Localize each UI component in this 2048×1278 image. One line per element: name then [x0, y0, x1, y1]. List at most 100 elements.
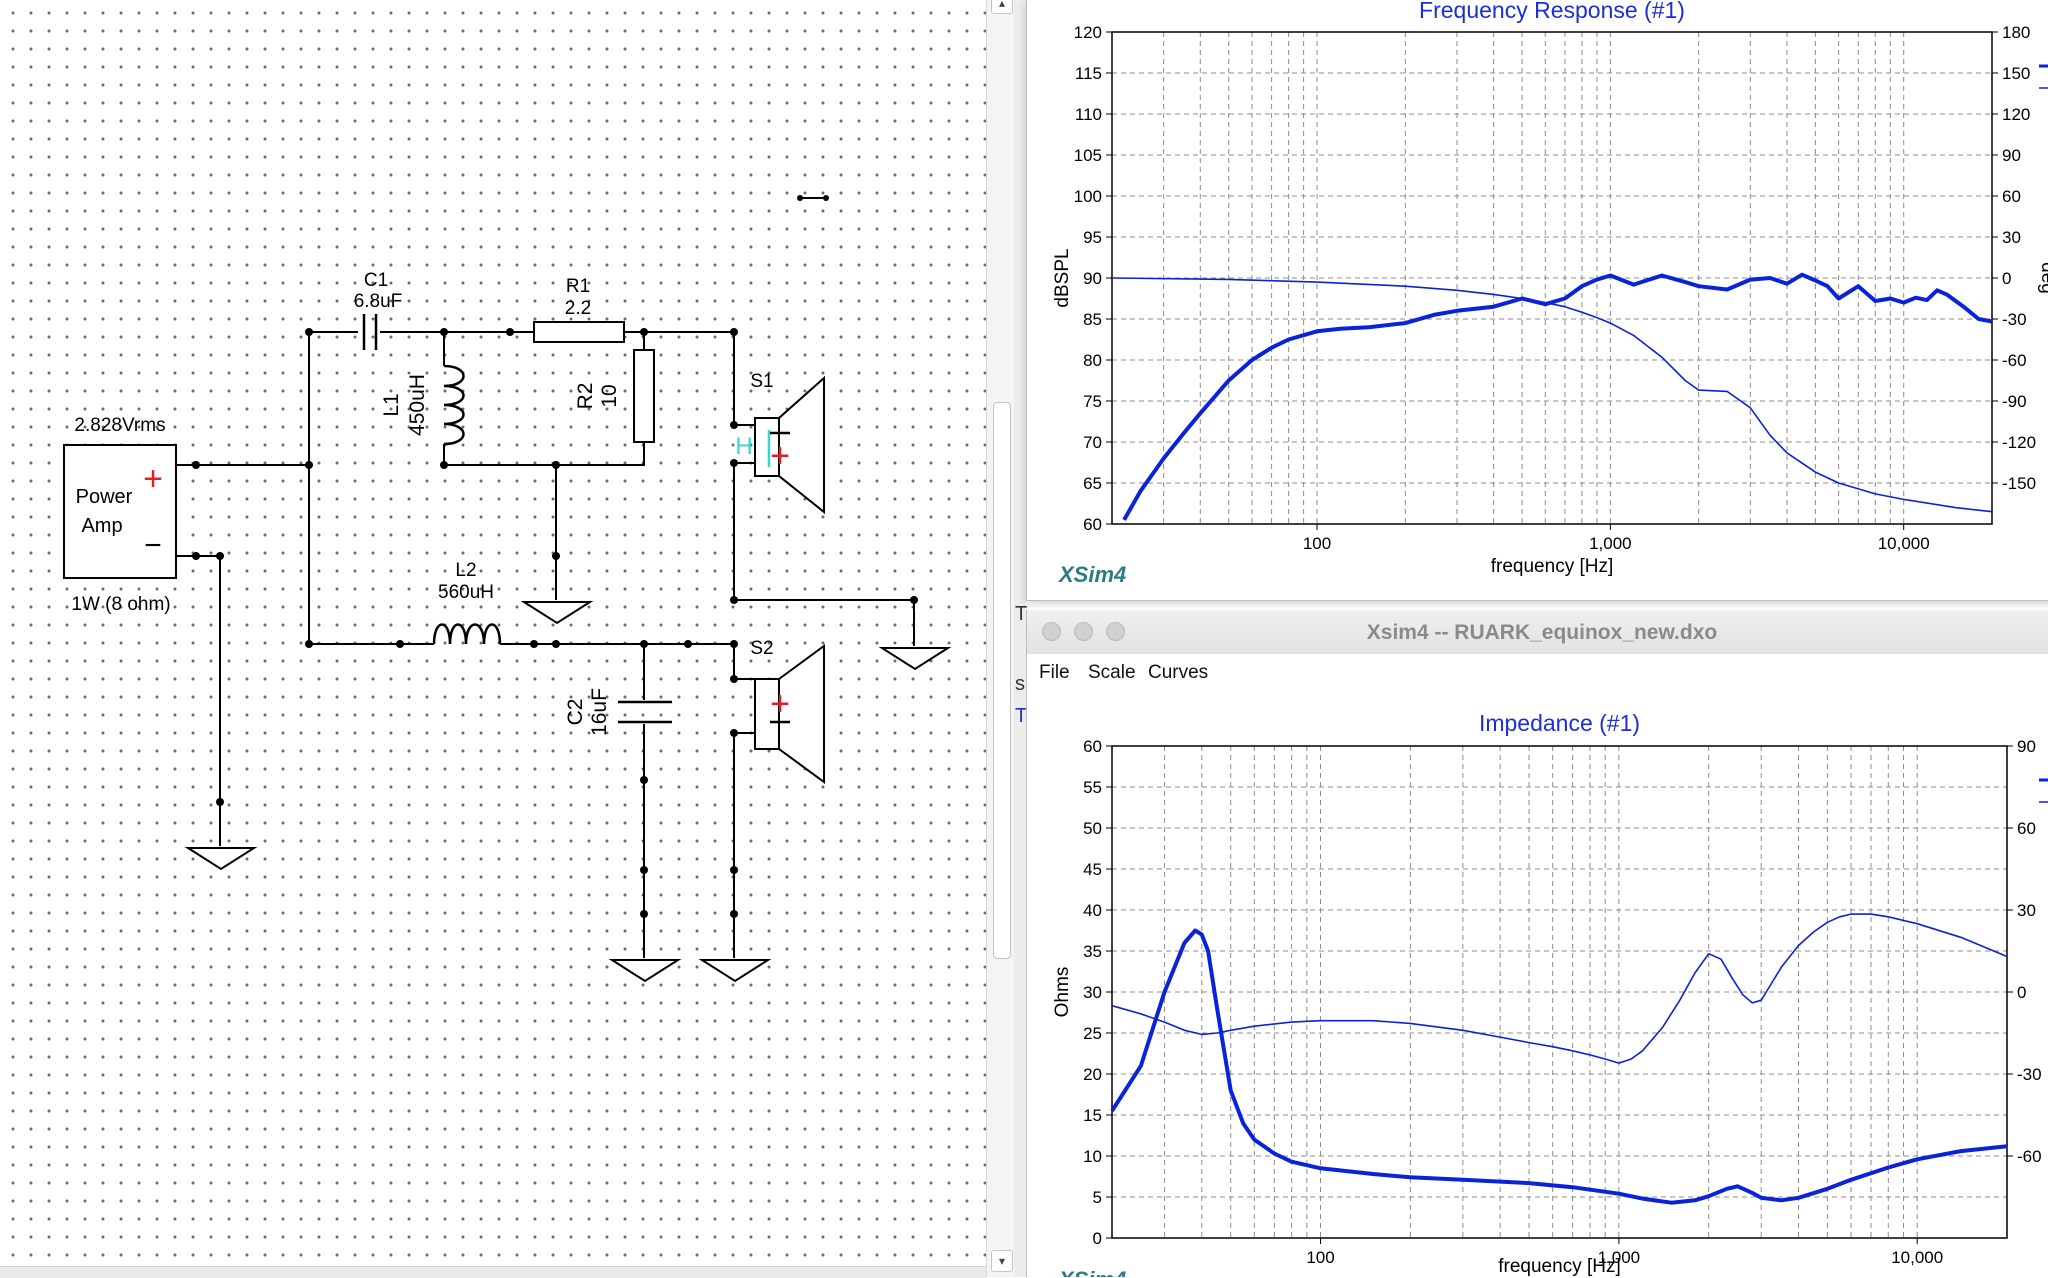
- background-text: s: [1015, 673, 1025, 695]
- schematic-horizontal-scrollbar[interactable]: [0, 1266, 986, 1278]
- phase-curve: [1111, 913, 2008, 1064]
- phase-curve: [1111, 277, 1993, 513]
- y2-tick-label: 180: [2002, 23, 2030, 42]
- menu-curves[interactable]: Curves: [1148, 662, 1209, 683]
- y2-tick-label: -150: [2002, 474, 2036, 493]
- y-axis-label: dBSPL: [1052, 248, 1073, 307]
- schematic-canvas[interactable]: C1 6.8uF R1 2.2 L1 450uH R2 10 L2 560uH: [0, 0, 1000, 1277]
- capacitor-c1[interactable]: C1 6.8uF: [354, 270, 403, 350]
- y2-tick-label: 90: [2017, 737, 2036, 756]
- amp-minus-icon: −: [144, 529, 162, 562]
- y-tick-label: 45: [1083, 860, 1102, 879]
- junction-dots: [192, 195, 918, 918]
- y-tick-label: 5: [1093, 1188, 1102, 1207]
- y-tick-label: 30: [1083, 983, 1102, 1002]
- l2-name: L2: [455, 560, 476, 581]
- plot-frame: [1111, 745, 2008, 1239]
- c2-value: 16uF: [588, 688, 611, 736]
- xsim-brand-logo: XSim4: [1057, 562, 1126, 587]
- frequency-response-chart[interactable]: 6065707580859095100105110115120-150-120-…: [1027, 0, 2048, 600]
- x-tick-label: 100: [1303, 534, 1331, 553]
- y-tick-label: 40: [1083, 901, 1102, 920]
- y-tick-label: 115: [1075, 64, 1102, 83]
- impedance-window[interactable]: Xsim4 -- RUARK_equinox_new.dxo File Scal…: [1026, 610, 2048, 1277]
- ground-icon: [698, 959, 772, 983]
- y-tick-label: 75: [1083, 392, 1102, 411]
- s1-name: S1: [750, 371, 773, 392]
- scroll-up-arrow-icon[interactable]: ▴: [991, 0, 1013, 14]
- minimize-window-icon[interactable]: [1074, 622, 1093, 641]
- schematic-vertical-scrollbar[interactable]: ▴ ▾: [986, 0, 1015, 1277]
- y-tick-label: 0: [1093, 1229, 1102, 1248]
- y-tick-label: 25: [1083, 1024, 1102, 1043]
- close-window-icon[interactable]: [1042, 622, 1061, 641]
- y-tick-label: 80: [1083, 351, 1102, 370]
- amp-name-line2: Amp: [81, 515, 122, 537]
- y-tick-label: 120: [1074, 23, 1102, 42]
- ground-icon: [520, 601, 594, 625]
- x-tick-label: 10,000: [1878, 534, 1930, 553]
- y-tick-label: 70: [1083, 433, 1102, 452]
- power-amp[interactable]: Power Amp + − 2.828Vrms 1W (8 ohm): [63, 415, 177, 615]
- y2-tick-label: 0: [2017, 983, 2026, 1002]
- y2-tick-label: 0: [2002, 269, 2011, 288]
- y2-tick-label: -60: [2002, 351, 2027, 370]
- menu-bar: File Scale Curves: [1027, 654, 2048, 690]
- background-text: T: [1015, 603, 1028, 625]
- impedance-chart[interactable]: 051015202530354045505560-60-300306090100…: [1027, 690, 2048, 1277]
- y2-tick-label: 60: [2002, 187, 2021, 206]
- zoom-window-icon[interactable]: [1106, 622, 1125, 641]
- s2-name: S2: [750, 638, 773, 659]
- window-titlebar[interactable]: Xsim4 -- RUARK_equinox_new.dxo: [1027, 610, 2048, 655]
- y2-tick-label: -120: [2002, 433, 2036, 452]
- r1-name: R1: [566, 276, 590, 297]
- ground-icon: [184, 847, 258, 871]
- menu-file[interactable]: File: [1039, 662, 1070, 683]
- resistor-r2[interactable]: R2 10: [574, 349, 655, 443]
- chart-title: Impedance (#1): [1479, 710, 1640, 736]
- y2-tick-label: 90: [2002, 146, 2021, 165]
- y-tick-label: 20: [1083, 1065, 1102, 1084]
- background-text: T: [1015, 705, 1028, 727]
- y2-tick-label: -90: [2002, 392, 2027, 411]
- y-tick-label: 110: [1075, 105, 1102, 124]
- r1-value: 2.2: [565, 298, 591, 319]
- chart-title: Frequency Response (#1): [1419, 0, 1685, 23]
- r2-name: R2: [574, 383, 597, 410]
- y2-tick-label: -30: [2002, 310, 2027, 329]
- scrollbar-thumb[interactable]: [993, 402, 1011, 959]
- y2-tick-label: 150: [2002, 64, 2030, 83]
- y-tick-label: 85: [1083, 310, 1102, 329]
- x-axis-label: frequency [Hz]: [1498, 1256, 1621, 1277]
- inductor-l2[interactable]: L2 560uH: [432, 560, 502, 645]
- ground-icon: [878, 647, 952, 671]
- s1-tag: H: [735, 433, 752, 460]
- y-tick-label: 105: [1074, 146, 1102, 165]
- resistor-r1[interactable]: R1 2.2: [533, 276, 625, 343]
- x-tick-label: 10,000: [1891, 1248, 1943, 1267]
- speaker-s2[interactable]: + S2: [750, 638, 825, 784]
- x-tick-label: 100: [1306, 1248, 1334, 1267]
- scroll-down-arrow-icon[interactable]: ▾: [991, 1250, 1013, 1272]
- amp-plus-icon: +: [143, 460, 163, 498]
- y2-tick-label: 120: [2002, 105, 2030, 124]
- y2-tick-label: -30: [2017, 1065, 2042, 1084]
- s2-plus-icon: +: [770, 685, 790, 723]
- y-tick-label: 35: [1083, 942, 1102, 961]
- schematic-wires: [176, 197, 915, 958]
- y-tick-label: 90: [1083, 269, 1102, 288]
- c1-value: 6.8uF: [354, 291, 403, 312]
- y-tick-label: 15: [1083, 1106, 1102, 1125]
- menu-scale[interactable]: Scale: [1088, 662, 1136, 683]
- capacitor-c2[interactable]: C2 16uF: [564, 688, 672, 736]
- y2-tick-label: 30: [2017, 901, 2036, 920]
- inductor-l1[interactable]: L1 450uH: [380, 364, 465, 446]
- y-tick-label: 65: [1083, 474, 1102, 493]
- x-tick-label: 1,000: [1589, 534, 1632, 553]
- y2-tick-label: 30: [2002, 228, 2021, 247]
- amp-name-line1: Power: [76, 486, 133, 508]
- y2-tick-label: -60: [2017, 1147, 2042, 1166]
- speaker-s1[interactable]: H + S1: [735, 371, 825, 515]
- l1-value: 450uH: [406, 374, 429, 436]
